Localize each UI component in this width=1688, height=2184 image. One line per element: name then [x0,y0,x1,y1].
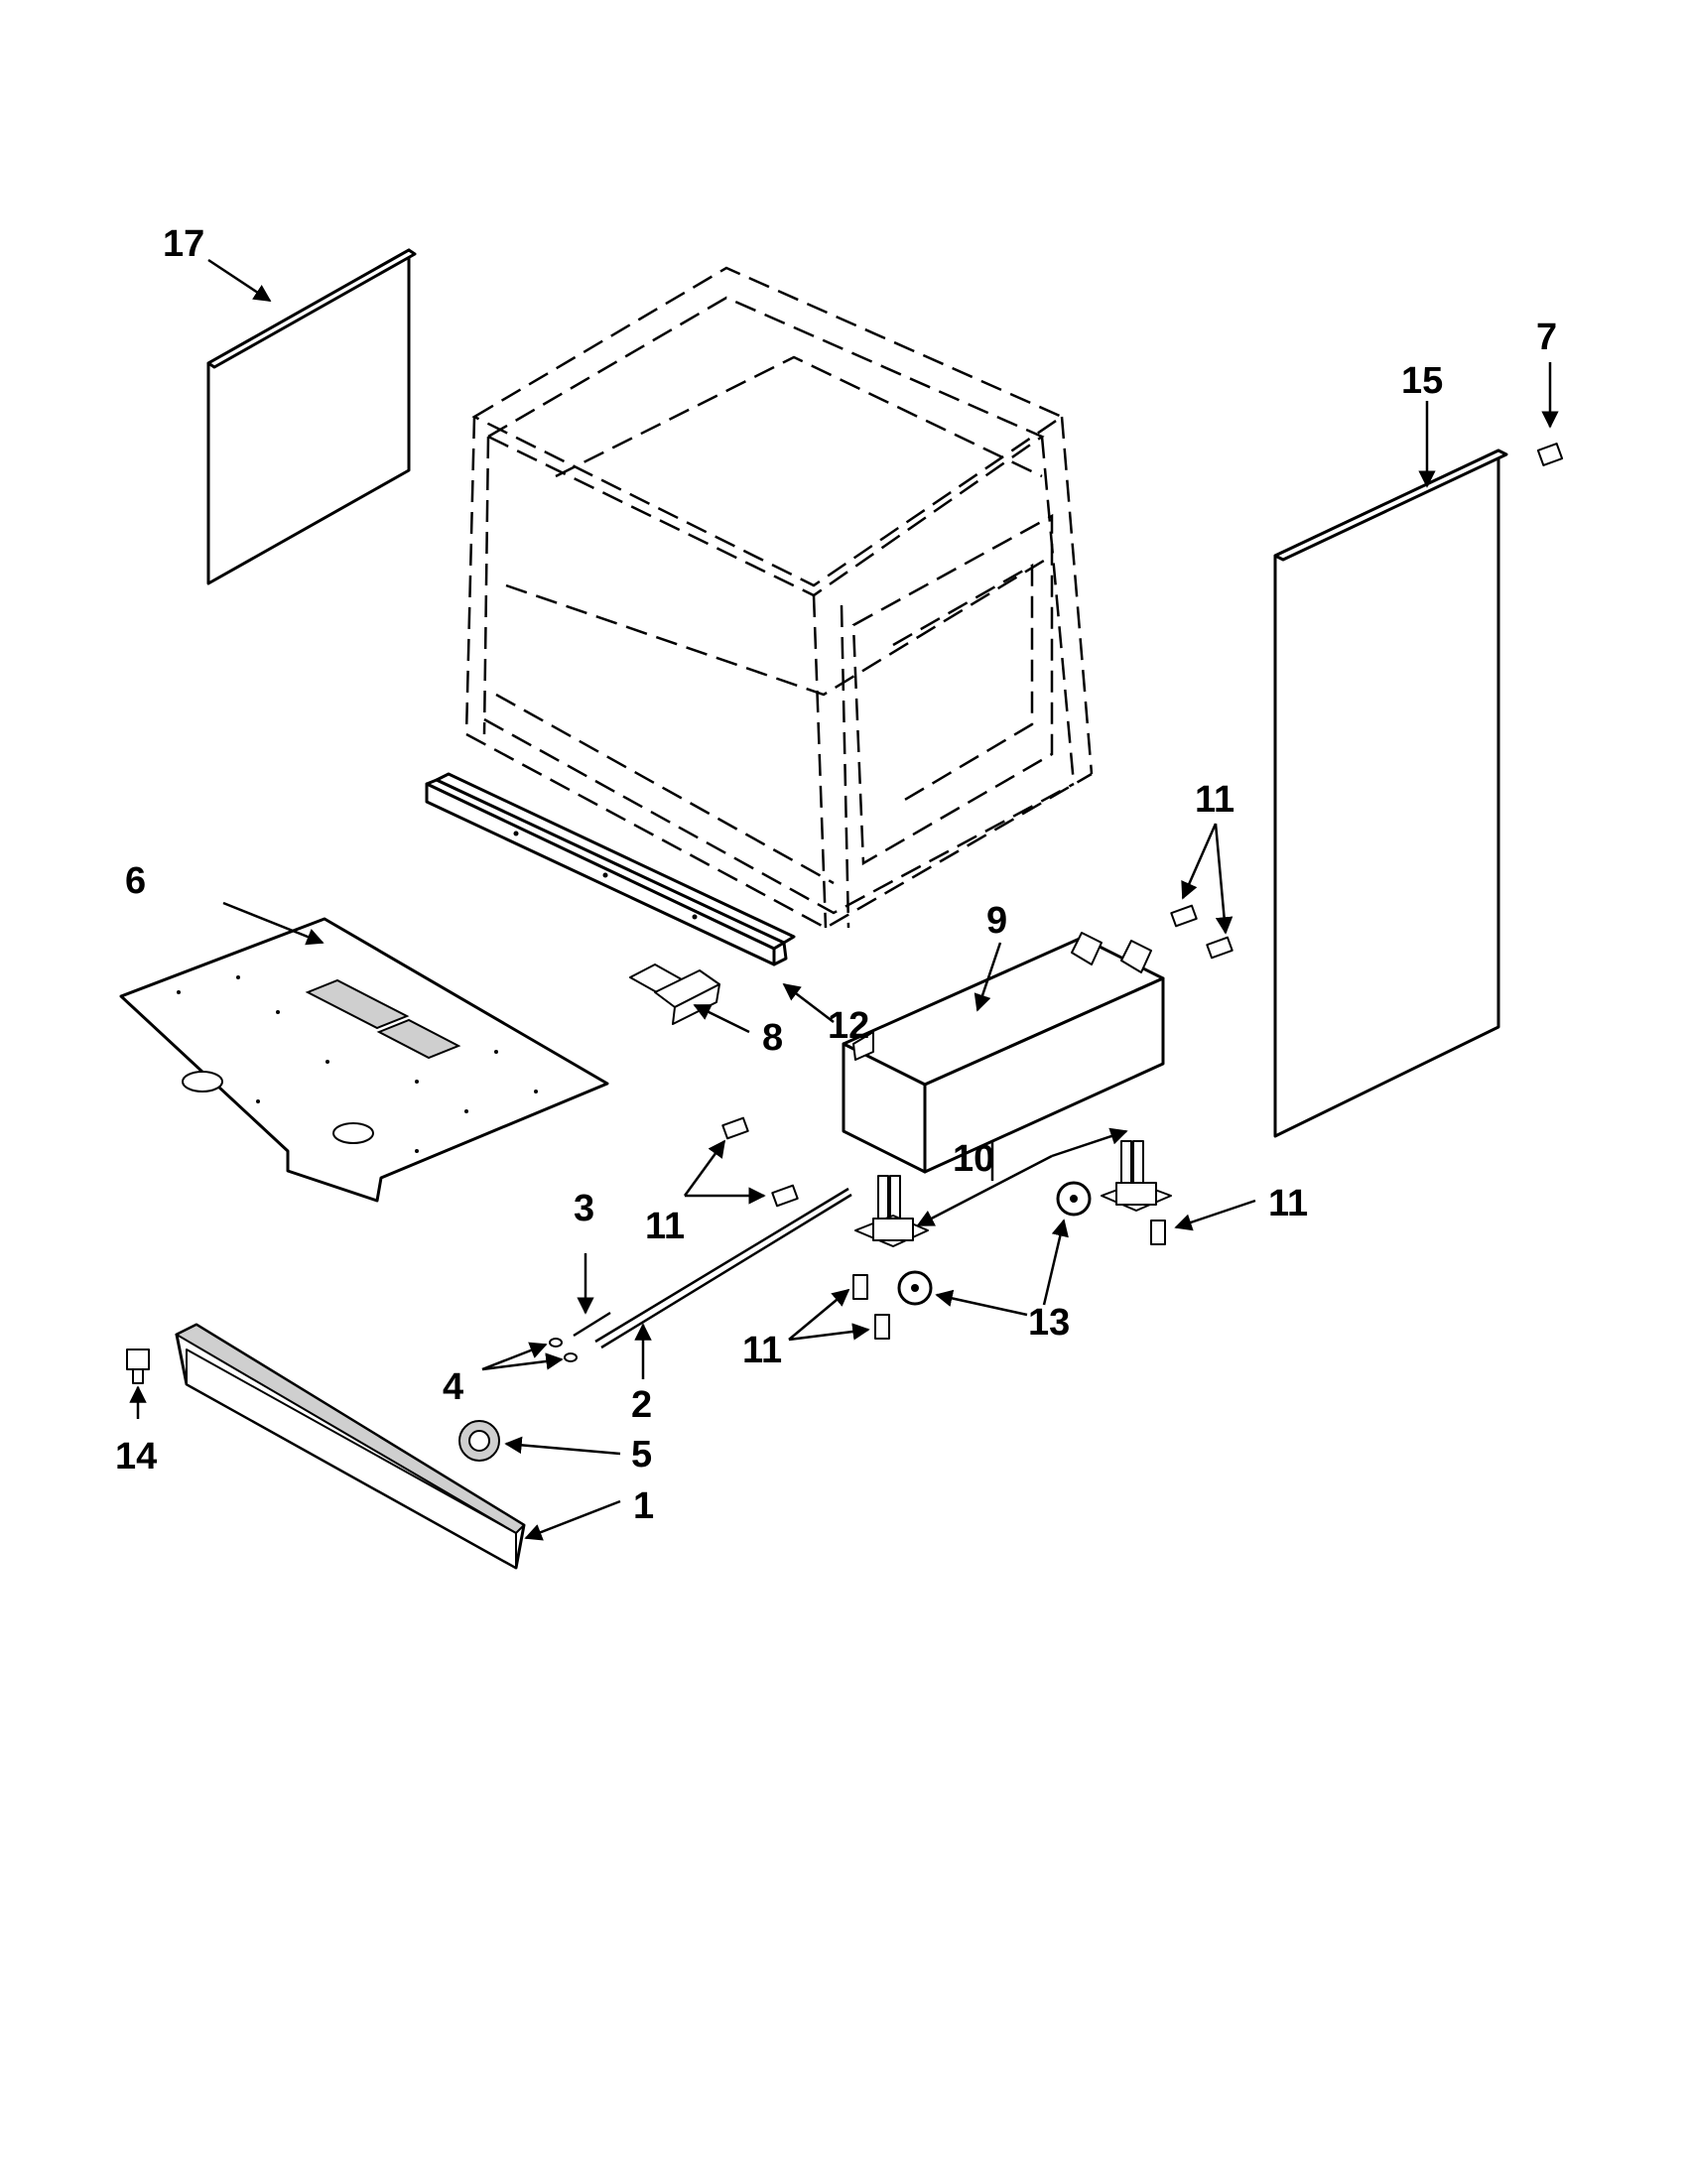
callout-15: 15 [1401,360,1443,402]
leader-arrows [129,258,1559,1541]
part-12-rail [425,772,796,966]
callout-13: 13 [1028,1302,1070,1344]
callout-labels: 1 2 3 4 5 6 7 8 9 10 11 11 11 11 12 13 1… [115,223,1557,1527]
callout-3: 3 [574,1188,594,1229]
tub-outline-dashed [464,266,1094,930]
part-2-rod [594,1187,852,1349]
part-17-side-panel [206,248,417,585]
callout-17: 17 [163,223,204,265]
callout-12: 12 [828,1005,869,1047]
part-4-clips [549,1338,578,1362]
part-1-toe-panel [174,1323,526,1570]
part-9-box [842,932,1165,1181]
callout-9: 9 [986,900,1007,942]
part-3-pin [573,1311,611,1338]
callout-2: 2 [631,1384,652,1426]
callout-5: 5 [631,1434,652,1476]
callout-11-right: 11 [1268,1183,1308,1224]
part-8-bracket [629,964,720,1025]
part-14-screw [126,1349,150,1384]
callout-7: 7 [1536,317,1557,358]
callout-6: 6 [125,860,146,902]
part-10-leveling-foot-rear [1101,1140,1172,1212]
part-6-base-plate [119,917,609,1203]
callout-11-bottom: 11 [742,1330,782,1371]
part-13-roller [897,1181,1092,1306]
callout-1: 1 [633,1485,654,1527]
callout-14: 14 [115,1436,157,1477]
part-11-screws [721,443,1564,1340]
callout-10: 10 [953,1138,994,1180]
callout-11-left: 11 [645,1206,685,1247]
part-15-side-panel [1273,449,1508,1138]
callout-11-top: 11 [1195,779,1234,821]
part-10-leveling-foot-front [854,1175,929,1247]
callout-4: 4 [443,1366,463,1408]
callout-8: 8 [762,1017,783,1059]
part-5-cap [458,1420,500,1462]
